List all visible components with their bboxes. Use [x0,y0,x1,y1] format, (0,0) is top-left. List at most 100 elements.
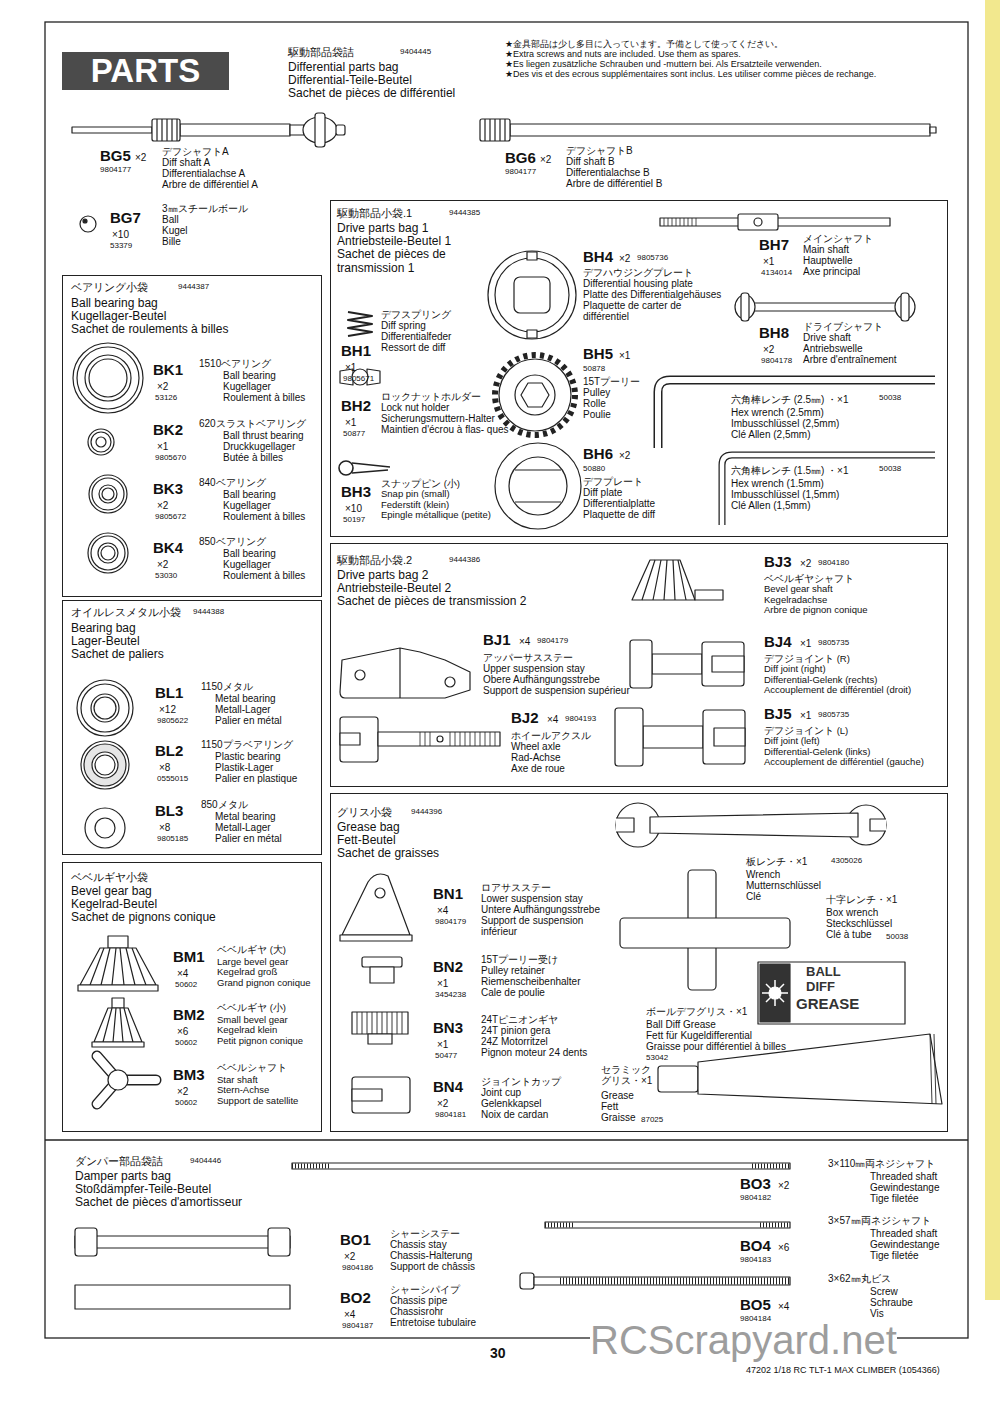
grease-bag-drawing [870,819,886,831]
metal-bearing-drawing [81,684,129,732]
bearing-drawing [91,536,125,570]
bearing-drawing [73,343,143,573]
part-code: BJ5 [764,706,792,723]
part-text: ×1 [437,1039,448,1050]
text-group: ×4 [177,968,188,979]
part-text: Poulie [583,409,640,420]
text-group: BJ5 [764,706,792,723]
part-text: Plastic bearing [215,751,297,762]
text-group: 4134014 [761,269,792,278]
part-text: 3×62㎜丸ビス [828,1273,891,1284]
part-text: 24Z Motorritzel [481,1036,587,1047]
part-number: 53030 [155,572,177,581]
text-group: 50880 [583,465,605,474]
part-code: BO4 [740,1238,771,1255]
part-text: Diff plate [583,487,655,498]
part-text: Graisse pour différentiel à billes [646,1041,786,1052]
text-group: 駆動部品小袋.2 [337,554,412,566]
part-text: Differentialfeder [381,331,451,342]
text-group: BM3 [173,1067,205,1084]
bevel-gear-drawing [112,998,124,1008]
bevel-gear-drawing [97,1056,156,1104]
bearing-drawing [99,485,117,503]
diff-shaft-b-drawing [480,119,936,141]
part-text: Support de suspension inférieur [481,915,621,937]
page-edge-strip [985,0,1000,1300]
part-text: 駆動部品小袋.1 [337,207,412,219]
bevel-gear-drawing [103,1008,133,1042]
part-text: ×2 [437,1098,448,1109]
bevel-gear-drawing [80,948,156,985]
text-group: ダンパー部品袋詰 [75,1155,163,1167]
part-code: BM2 [173,1007,205,1024]
text-group: 15TプーリーPulleyRollePoulie [583,376,640,420]
text-group: ★金具部品は少し多目に入っています。予備として使ってください。★Extra sc… [505,40,876,80]
part-text: ×6 [177,1026,188,1037]
part-text: Accouplement de différentiel (gauche) [764,757,924,767]
text-group: ×8 [159,822,170,833]
text-group: 9404445 [400,48,431,57]
text-group: BK2 [153,422,183,439]
text-group: ×1 [437,978,448,989]
text-group: 9444385 [449,209,480,218]
grease-bag-drawing [368,1034,392,1044]
drive-parts-2-drawing [643,726,703,748]
text-group: 六角棒レンチ (1.5㎜) ・×1 [731,465,849,476]
part-number: 9805672 [155,513,186,522]
text-group: Threaded shaftGewindestangeTige filetée [870,1171,940,1204]
grease-bag-drawing [762,980,788,1006]
part-text: Druckkugellager [223,441,304,452]
part-text: アッパーサスステー [483,652,633,663]
text-group: BL3 [155,803,183,820]
text-group: 53030 [155,572,177,581]
text-group: 9805735 [818,711,849,720]
text-group: 850メタル [201,799,248,810]
text-group: ×1 [800,638,811,649]
part-text: 板レンチ・×1 [746,856,807,867]
text-group: Bevel gear bagKegelrad-BeutelSachet de p… [71,885,216,925]
part-text: スナップピン (小) [381,479,491,489]
part-code: BJ1 [483,632,511,649]
part-text: Ball bearing [223,370,305,381]
grease-bag-drawing [352,1012,408,1034]
text-group: ×6 [778,1242,789,1253]
text-group: RCScrapyard.net [590,1318,897,1362]
part-text: Main shaft [803,244,873,255]
part-number: 4134014 [761,269,792,278]
text-group: 1150メタル [201,681,253,692]
drive-parts-1-drawing [495,355,575,435]
text-group: ×1 [763,256,774,267]
part-text: Gewindestange [870,1239,940,1250]
part-number: 50038 [879,465,901,474]
part-text: Clé à tube [826,929,892,940]
part-text: Federstift (klein) [381,500,491,510]
part-code: BM1 [173,949,205,966]
part-text: Petit pignon conique [217,1036,303,1046]
part-text: ベベルギヤ小袋 [71,871,148,883]
part-text: Maintien d'écrou à flas- ques [381,424,509,435]
part-text: ★金具部品は少し多目に入っています。予備として使ってください。 [505,40,876,50]
part-code: BO5 [740,1297,771,1314]
part-number: 9804181 [435,1111,466,1120]
text-group: 50038 [886,933,908,942]
part-code: BJ3 [764,554,792,571]
drive-parts-2-drawing [420,732,495,746]
part-text: オイルレスメタル小袋 [71,606,181,618]
text-group: 9804181 [435,1111,466,1120]
text-group: BL1 [155,685,183,702]
part-text: Kegelrad-Beutel [71,898,216,911]
part-text: Mutternschlüssel [746,880,821,891]
part-text: Differential-Teile-Beutel [288,74,455,87]
part-text: Pulley [583,387,640,398]
part-text: Accouplement de différentiel (droit) [764,685,911,695]
part-text: Kugellager [223,500,305,511]
bevel-gear-drawing [78,936,158,1104]
text-group: Metal bearingMetall-LagerPalier en métal [215,693,282,726]
part-number: 87025 [641,1116,663,1125]
part-text: Chassisrohr [390,1306,476,1317]
part-text: Wheel axle [511,741,591,752]
text-group: ボールデフグリス・×1 [646,1006,747,1017]
text-group: ×2 [540,154,551,165]
part-text: Clé [746,891,821,902]
part-text: Grease [601,1090,635,1101]
